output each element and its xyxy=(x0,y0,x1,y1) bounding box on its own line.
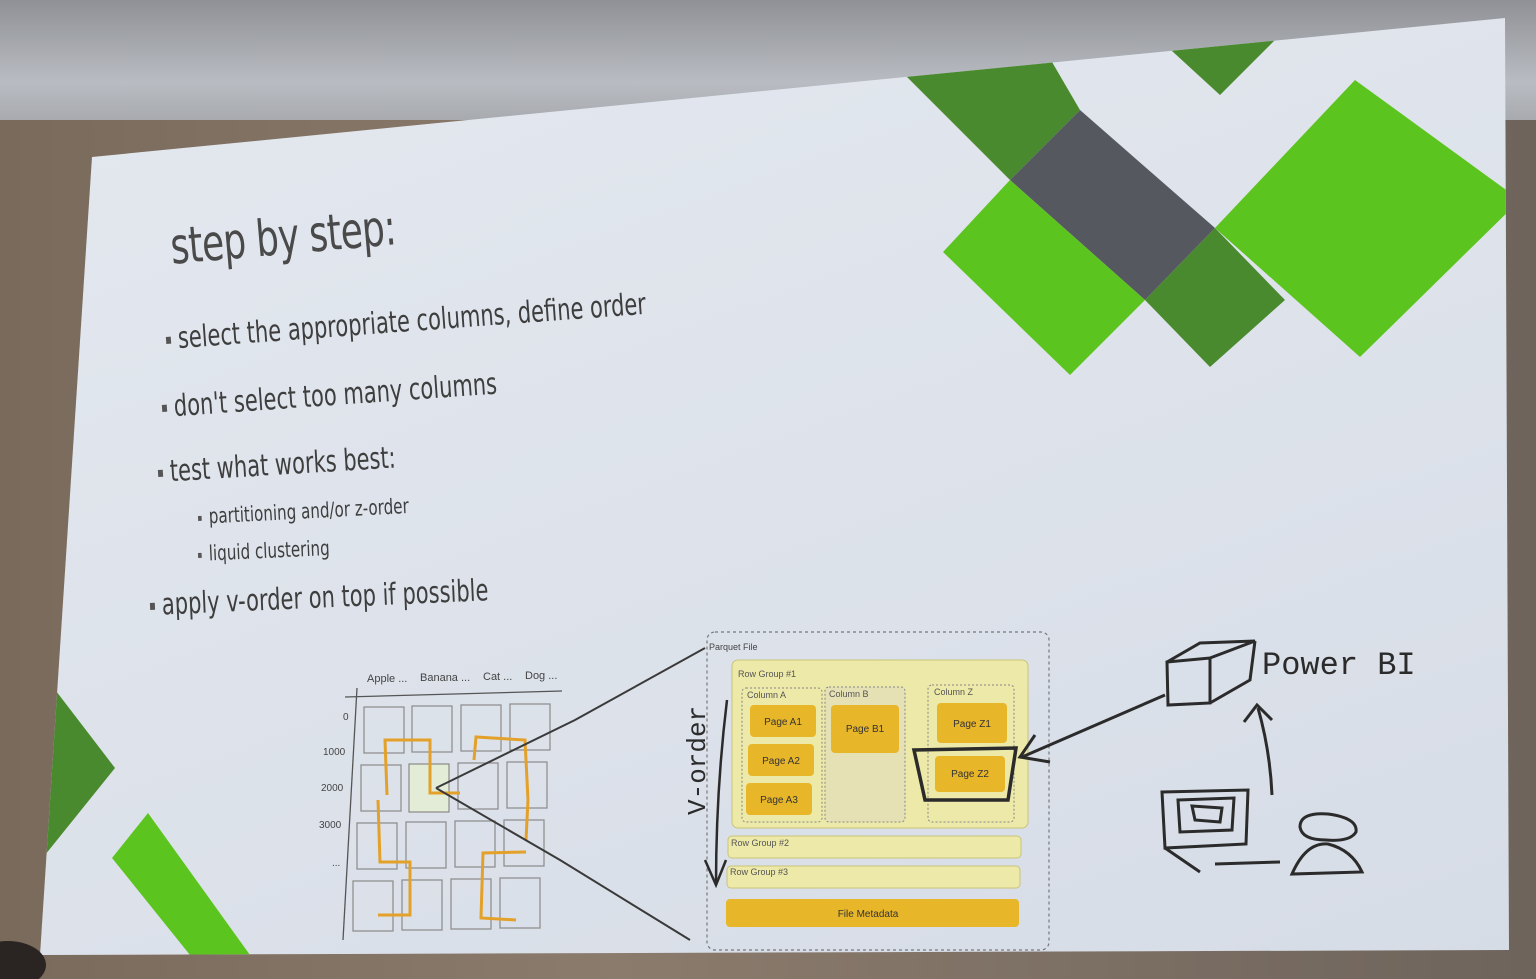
z-order-curve-right xyxy=(472,735,530,841)
grid-x-axis xyxy=(344,690,563,698)
z-order-curve-bottom-right xyxy=(479,850,527,922)
dark-green-bottom-left-shape xyxy=(40,670,115,855)
slide-decor-shapes xyxy=(40,25,1509,955)
bright-green-diamond-left xyxy=(943,180,1145,375)
arrow-up-head xyxy=(1242,702,1274,723)
grid-cells xyxy=(352,703,551,932)
page-z2-highlight xyxy=(911,746,1019,802)
arrow-to-page-z2-head xyxy=(1017,734,1051,764)
audience-head xyxy=(0,941,46,979)
grid-col-header-4: Dog ... xyxy=(525,670,557,682)
bullet-2-marker xyxy=(161,404,168,412)
parquet-file-label: Parquet File xyxy=(709,642,758,652)
connector-lines xyxy=(435,647,706,941)
file-metadata-box xyxy=(726,899,1019,927)
z-order-curve-left xyxy=(383,738,460,796)
bullet-3-marker xyxy=(157,469,164,477)
page-b1-label: Page B1 xyxy=(846,724,885,735)
bright-green-bottom-left-shape xyxy=(112,813,250,955)
arrow-to-page-z2 xyxy=(1021,693,1166,759)
power-bi-label: Power BI xyxy=(1262,647,1416,684)
page-a2-label: Page A2 xyxy=(762,756,800,767)
bullet-1-marker xyxy=(165,336,172,344)
page-z1-label: Page Z1 xyxy=(953,719,991,730)
grid-diagram: Apple ... Banana ... Cat ... Dog ... 0 1… xyxy=(319,670,563,941)
v-order-arrow xyxy=(714,699,729,886)
dark-green-diamond-top xyxy=(900,50,1080,180)
page-z2 xyxy=(935,756,1005,792)
page-b1 xyxy=(831,705,899,753)
arrow-up-to-power-bi xyxy=(1256,707,1274,796)
v-order-annotation: V-order xyxy=(683,699,729,889)
grid-row-label-1: 0 xyxy=(343,712,349,723)
v-order-arrowhead xyxy=(703,859,728,889)
file-metadata-label: File Metadata xyxy=(838,909,899,920)
grid-col-header-2: Banana ... xyxy=(420,672,470,684)
computer-icon xyxy=(1160,788,1281,874)
parquet-file-box xyxy=(706,631,1050,951)
column-a-label: Column A xyxy=(747,690,786,700)
sub-bullet-1-marker xyxy=(197,515,202,521)
page-z1 xyxy=(937,703,1007,743)
page-z2-label: Page Z2 xyxy=(951,769,989,780)
column-b-label: Column B xyxy=(829,689,869,699)
column-z-label: Column Z xyxy=(934,687,974,697)
row-group-2-label: Row Group #2 xyxy=(731,838,789,848)
charcoal-diamond xyxy=(1010,110,1215,300)
v-order-label: V-order xyxy=(683,706,713,815)
dark-green-diamond-top-right xyxy=(1160,25,1290,95)
power-bi-sketch: Power BI xyxy=(1017,639,1416,876)
column-a-box xyxy=(741,687,823,823)
bullet-4-marker xyxy=(149,602,156,610)
bright-green-diamond-right xyxy=(1215,80,1509,357)
parquet-file-diagram: Parquet File Row Group #1 Column A Colum… xyxy=(706,631,1050,951)
sub-bullet-2-marker xyxy=(197,552,202,558)
page-a1-label: Page A1 xyxy=(764,717,802,728)
dark-green-diamond-middle xyxy=(1145,228,1285,367)
page-a3 xyxy=(746,783,812,815)
power-bi-box-icon xyxy=(1165,639,1257,707)
page-a1 xyxy=(750,705,816,737)
row-group-3-box xyxy=(726,865,1021,889)
grid-row-label-5: ... xyxy=(332,858,340,869)
row-group-2-box xyxy=(727,835,1022,859)
row-group-1-label: Row Group #1 xyxy=(738,669,796,679)
grid-col-header-1: Apple ... xyxy=(367,673,407,685)
grid-row-label-3: 2000 xyxy=(321,783,344,794)
grid-row-label-2: 1000 xyxy=(323,747,346,758)
user-icon xyxy=(1289,812,1365,876)
page-a2 xyxy=(748,744,814,776)
z-order-curve-bottom-left xyxy=(376,799,412,917)
row-group-3-label: Row Group #3 xyxy=(730,867,788,877)
grid-col-header-3: Cat ... xyxy=(483,671,512,683)
grid-y-axis xyxy=(342,687,358,941)
page-a3-label: Page A3 xyxy=(760,795,798,806)
grid-row-label-4: 3000 xyxy=(319,820,342,831)
